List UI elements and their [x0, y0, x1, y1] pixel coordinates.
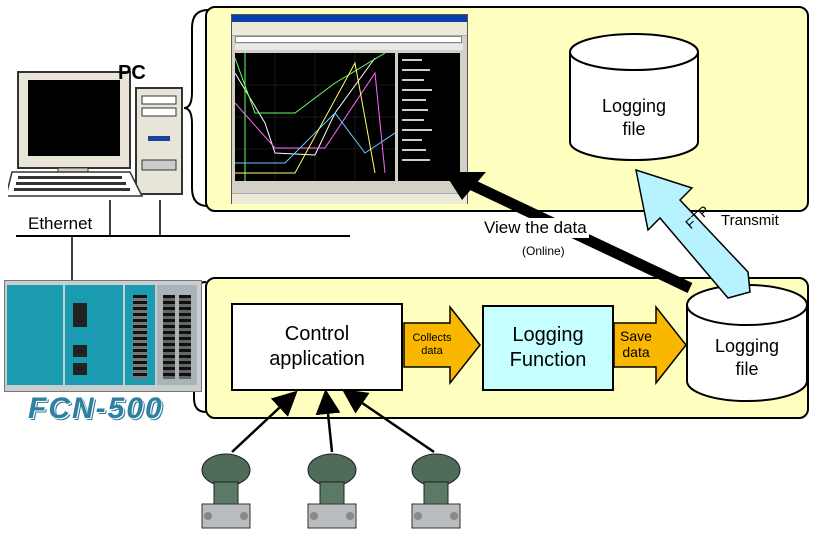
bottom-logging-file-label: Logging file	[714, 336, 780, 379]
save-data-arrow	[613, 305, 687, 385]
pressure-transmitter-2	[307, 453, 357, 529]
control-application-box: Control application	[231, 303, 403, 391]
bottom-logging-file-cylinder	[686, 284, 808, 402]
ftp-arrow	[635, 168, 751, 299]
view-data-label: View the data	[482, 218, 589, 238]
logging-function-box: Logging Function	[482, 305, 614, 391]
transmit-label: Transmit	[721, 212, 779, 229]
sensor-arrows	[231, 389, 435, 454]
trend-lines	[234, 52, 396, 181]
controller-io-module-1	[125, 285, 155, 385]
collects-data-label: Collects data	[412, 332, 452, 357]
top-logging-file-cylinder	[569, 33, 699, 161]
trend-chart	[234, 52, 396, 181]
browser-titlebar	[232, 15, 467, 22]
collects-data-arrow	[403, 305, 481, 385]
ethernet-label: Ethernet	[28, 214, 93, 233]
controller-device	[4, 280, 202, 392]
controller-brand-logo: FCN-500	[28, 392, 164, 425]
trend-legend	[398, 53, 460, 181]
browser-addressbar	[235, 36, 462, 43]
top-bracket	[183, 9, 209, 207]
pc-computer	[8, 71, 183, 197]
online-label: (Online)	[520, 244, 567, 258]
controller-module-left	[7, 285, 63, 385]
save-data-label: Save data	[620, 328, 652, 361]
top-logging-file-label: Logging file	[601, 96, 667, 139]
ethernet-network	[16, 200, 350, 280]
control-application-label: Control application	[269, 323, 365, 370]
browser-menubar	[232, 22, 467, 27]
controller-io-module-2	[157, 285, 197, 385]
browser-statusbar	[232, 193, 467, 204]
pc-label: PC	[118, 62, 146, 84]
browser-tabs	[235, 44, 463, 50]
controller-cpu	[65, 285, 123, 385]
pressure-transmitter-3	[411, 453, 461, 529]
pressure-transmitter-1	[201, 453, 251, 529]
browser-toolbar	[232, 27, 467, 36]
browser-window	[231, 14, 468, 204]
logging-function-label: Logging Function	[509, 324, 587, 371]
